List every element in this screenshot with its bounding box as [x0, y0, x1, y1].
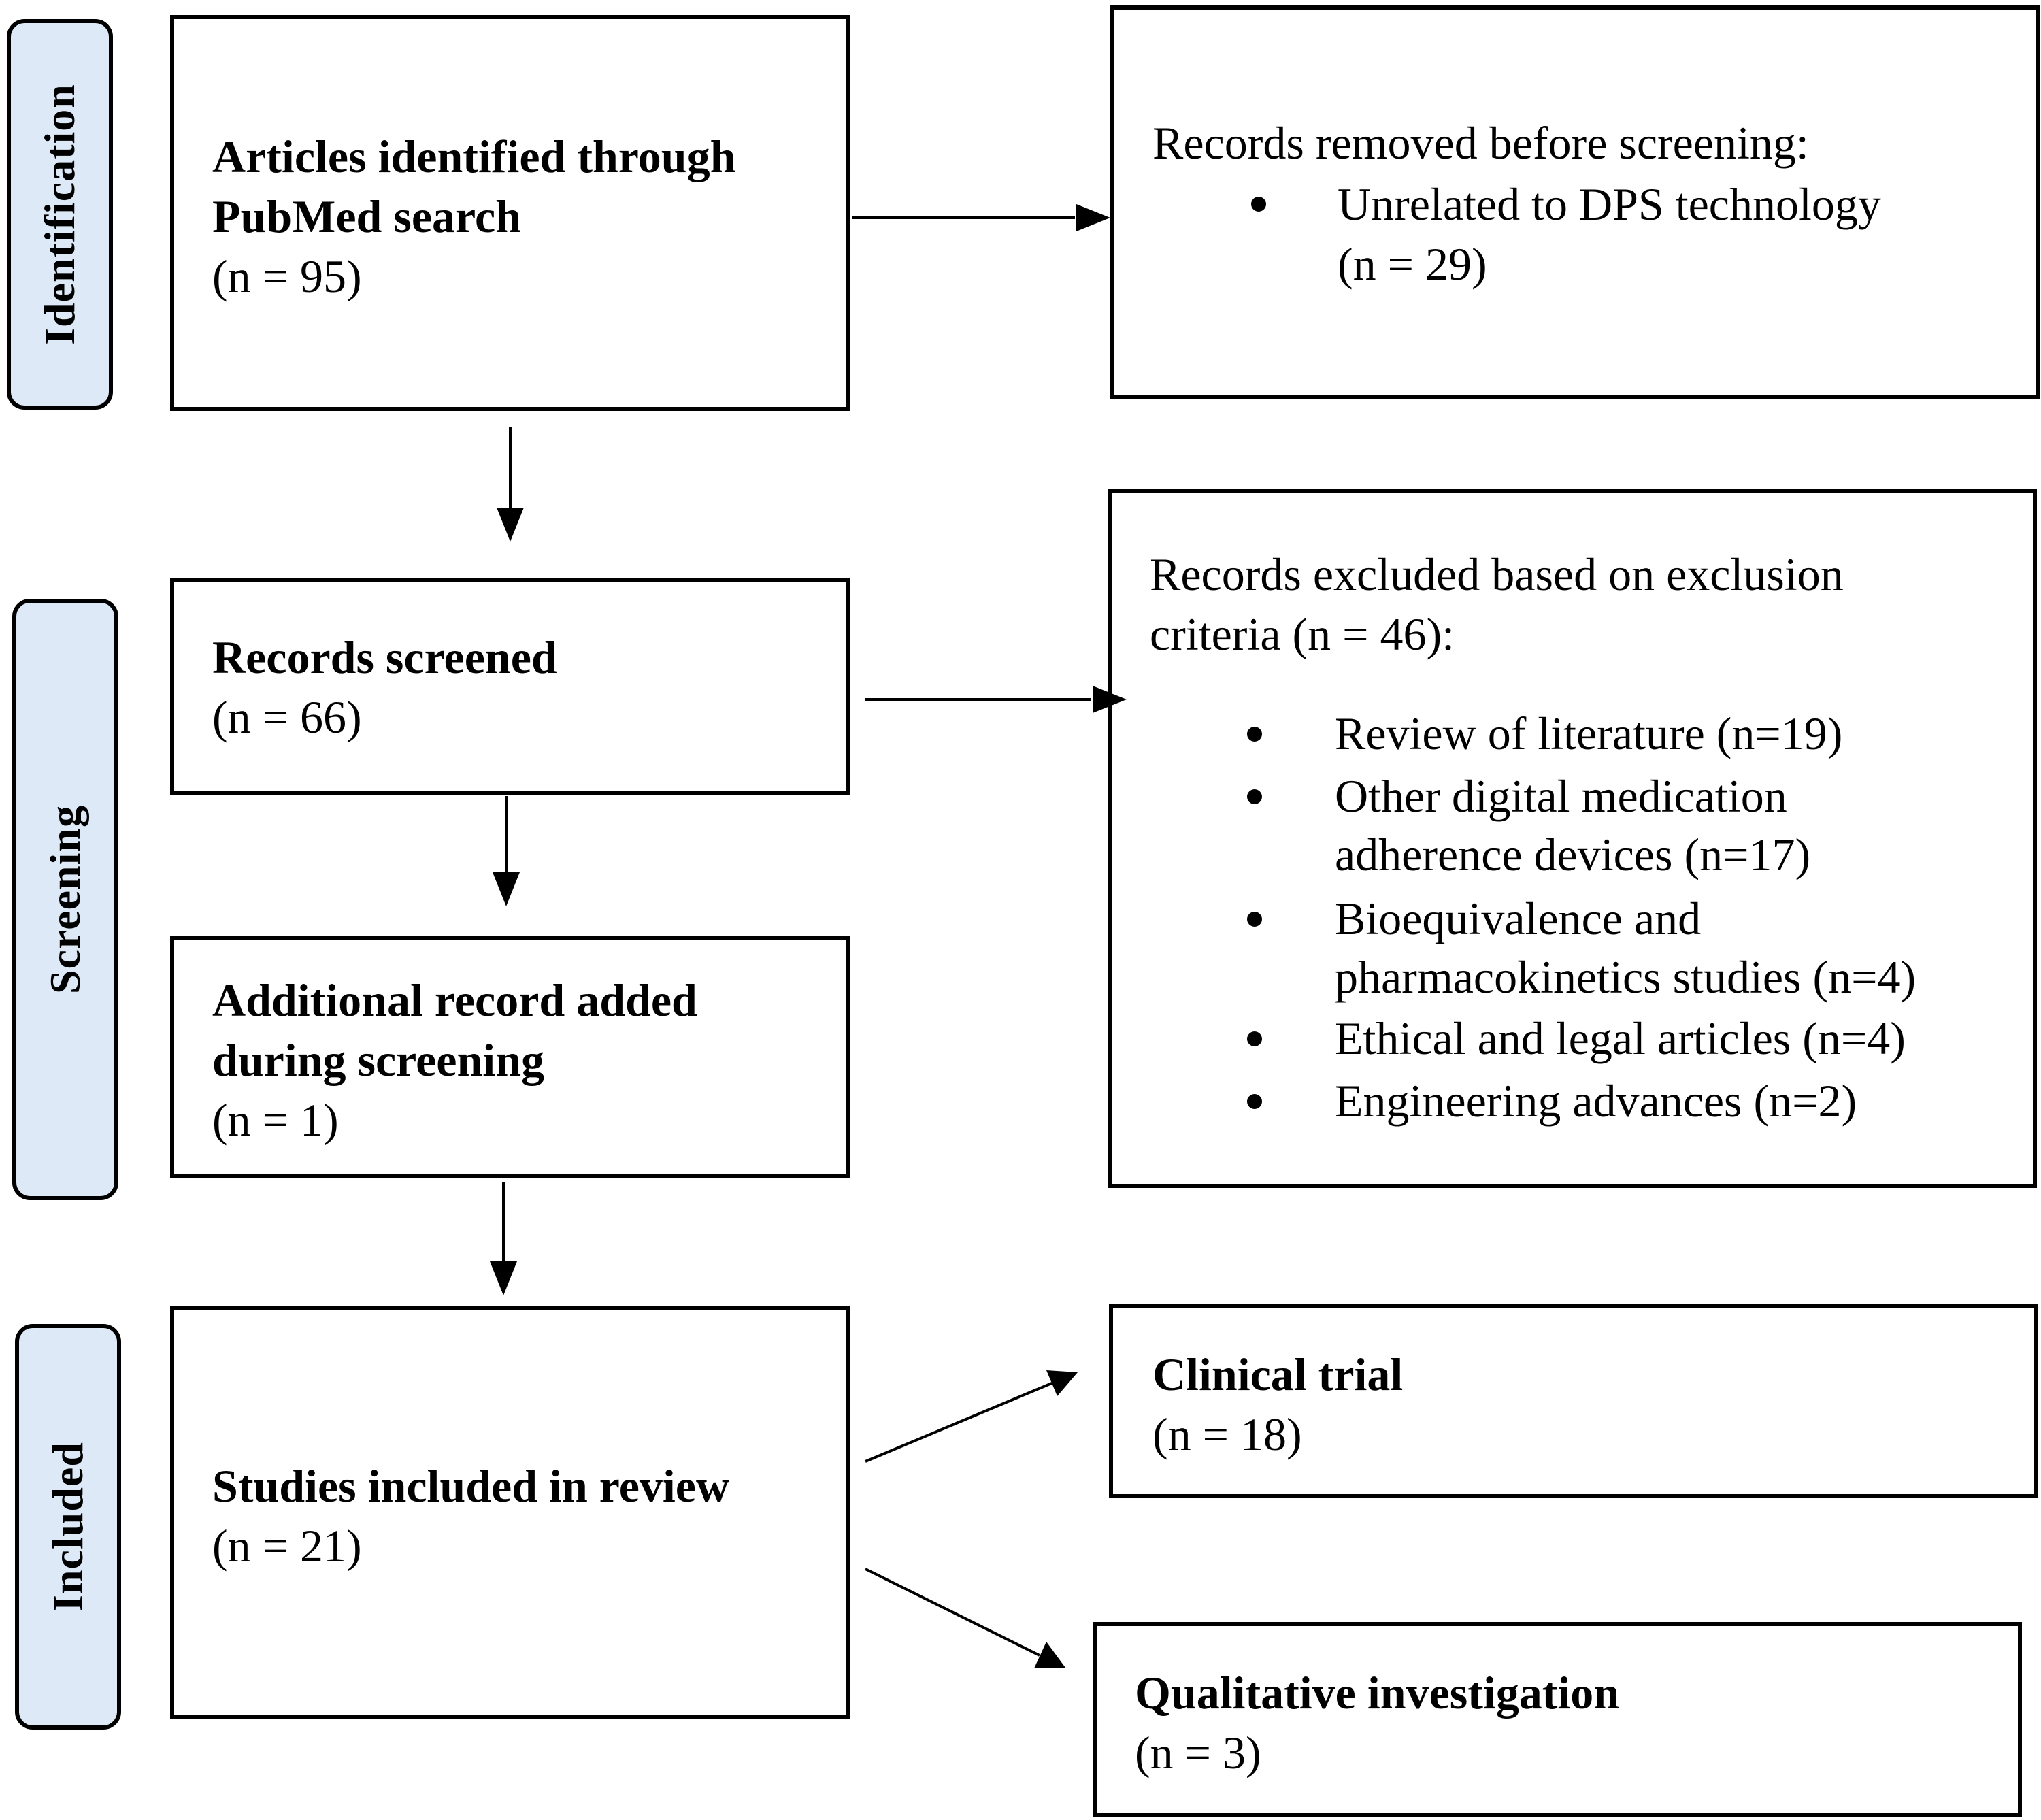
arrow-included-to-qualitative — [865, 1568, 1040, 1657]
phase-screening: Screening — [12, 599, 118, 1200]
additional-title-line2: during screening — [212, 1034, 545, 1086]
excluded-heading-line2: criteria (n = 46): — [1150, 608, 1455, 660]
arrowhead-qualitative — [1034, 1642, 1065, 1668]
arrowhead-included — [490, 1261, 517, 1295]
qualitative-title: Qualitative investigation — [1135, 1667, 1620, 1719]
phase-identification: Identification — [7, 19, 113, 410]
removed-heading: Records removed before screening: — [1152, 117, 1809, 169]
arrowhead-clinical — [1046, 1370, 1078, 1396]
excluded-item-2-line1: Other digital medication — [1335, 770, 1787, 822]
screened-box — [170, 578, 850, 795]
arrowhead-additional — [493, 872, 520, 906]
arrow-included-to-clinical — [865, 1382, 1052, 1463]
screened-count: (n = 66) — [212, 691, 362, 743]
qualitative-count: (n = 3) — [1135, 1727, 1261, 1778]
excluded-bullet-5 — [1247, 1094, 1262, 1109]
identified-title-line1: Articles identified through — [212, 131, 736, 182]
included-count: (n = 21) — [212, 1520, 362, 1572]
screened-title: Records screened — [212, 631, 557, 683]
additional-count: (n = 1) — [212, 1094, 339, 1146]
additional-box — [170, 936, 850, 1178]
excluded-item-5: Engineering advances (n=2) — [1335, 1075, 1857, 1127]
excluded-item-3-line2: pharmacokinetics studies (n=4) — [1335, 951, 1916, 1003]
excluded-bullet-2 — [1247, 789, 1262, 804]
clinical-title: Clinical trial — [1152, 1349, 1404, 1400]
excluded-item-3-line1: Bioequivalence and — [1335, 893, 1702, 944]
excluded-box — [1108, 489, 2037, 1188]
clinical-box — [1109, 1304, 2038, 1498]
included-title: Studies included in review — [212, 1460, 730, 1512]
excluded-bullet-4 — [1247, 1031, 1262, 1046]
qualitative-box — [1093, 1622, 2022, 1817]
clinical-count: (n = 18) — [1152, 1408, 1302, 1460]
identified-box — [170, 15, 850, 411]
arrowhead-excluded — [1093, 686, 1127, 713]
excluded-item-2-line2: adherence devices (n=17) — [1335, 829, 1811, 880]
excluded-item-1: Review of literature (n=19) — [1335, 708, 1843, 759]
removed-bullet-line1: Unrelated to DPS technology — [1338, 178, 1881, 230]
excluded-item-4: Ethical and legal articles (n=4) — [1335, 1012, 1906, 1064]
additional-title-line1: Additional record added — [212, 974, 697, 1026]
phase-included: Included — [15, 1324, 121, 1730]
removed-bullet — [1251, 197, 1266, 212]
identified-count: (n = 95) — [212, 250, 362, 302]
arrowhead-screened — [497, 508, 524, 542]
removed-bullet-line2: (n = 29) — [1338, 238, 1487, 290]
excluded-heading-line1: Records excluded based on exclusion — [1150, 548, 1844, 600]
arrowhead-removed — [1076, 204, 1110, 231]
included-box — [170, 1306, 850, 1719]
identified-title-line2: PubMed search — [212, 191, 521, 242]
excluded-bullet-3 — [1247, 912, 1262, 927]
excluded-bullet-1 — [1247, 727, 1262, 742]
